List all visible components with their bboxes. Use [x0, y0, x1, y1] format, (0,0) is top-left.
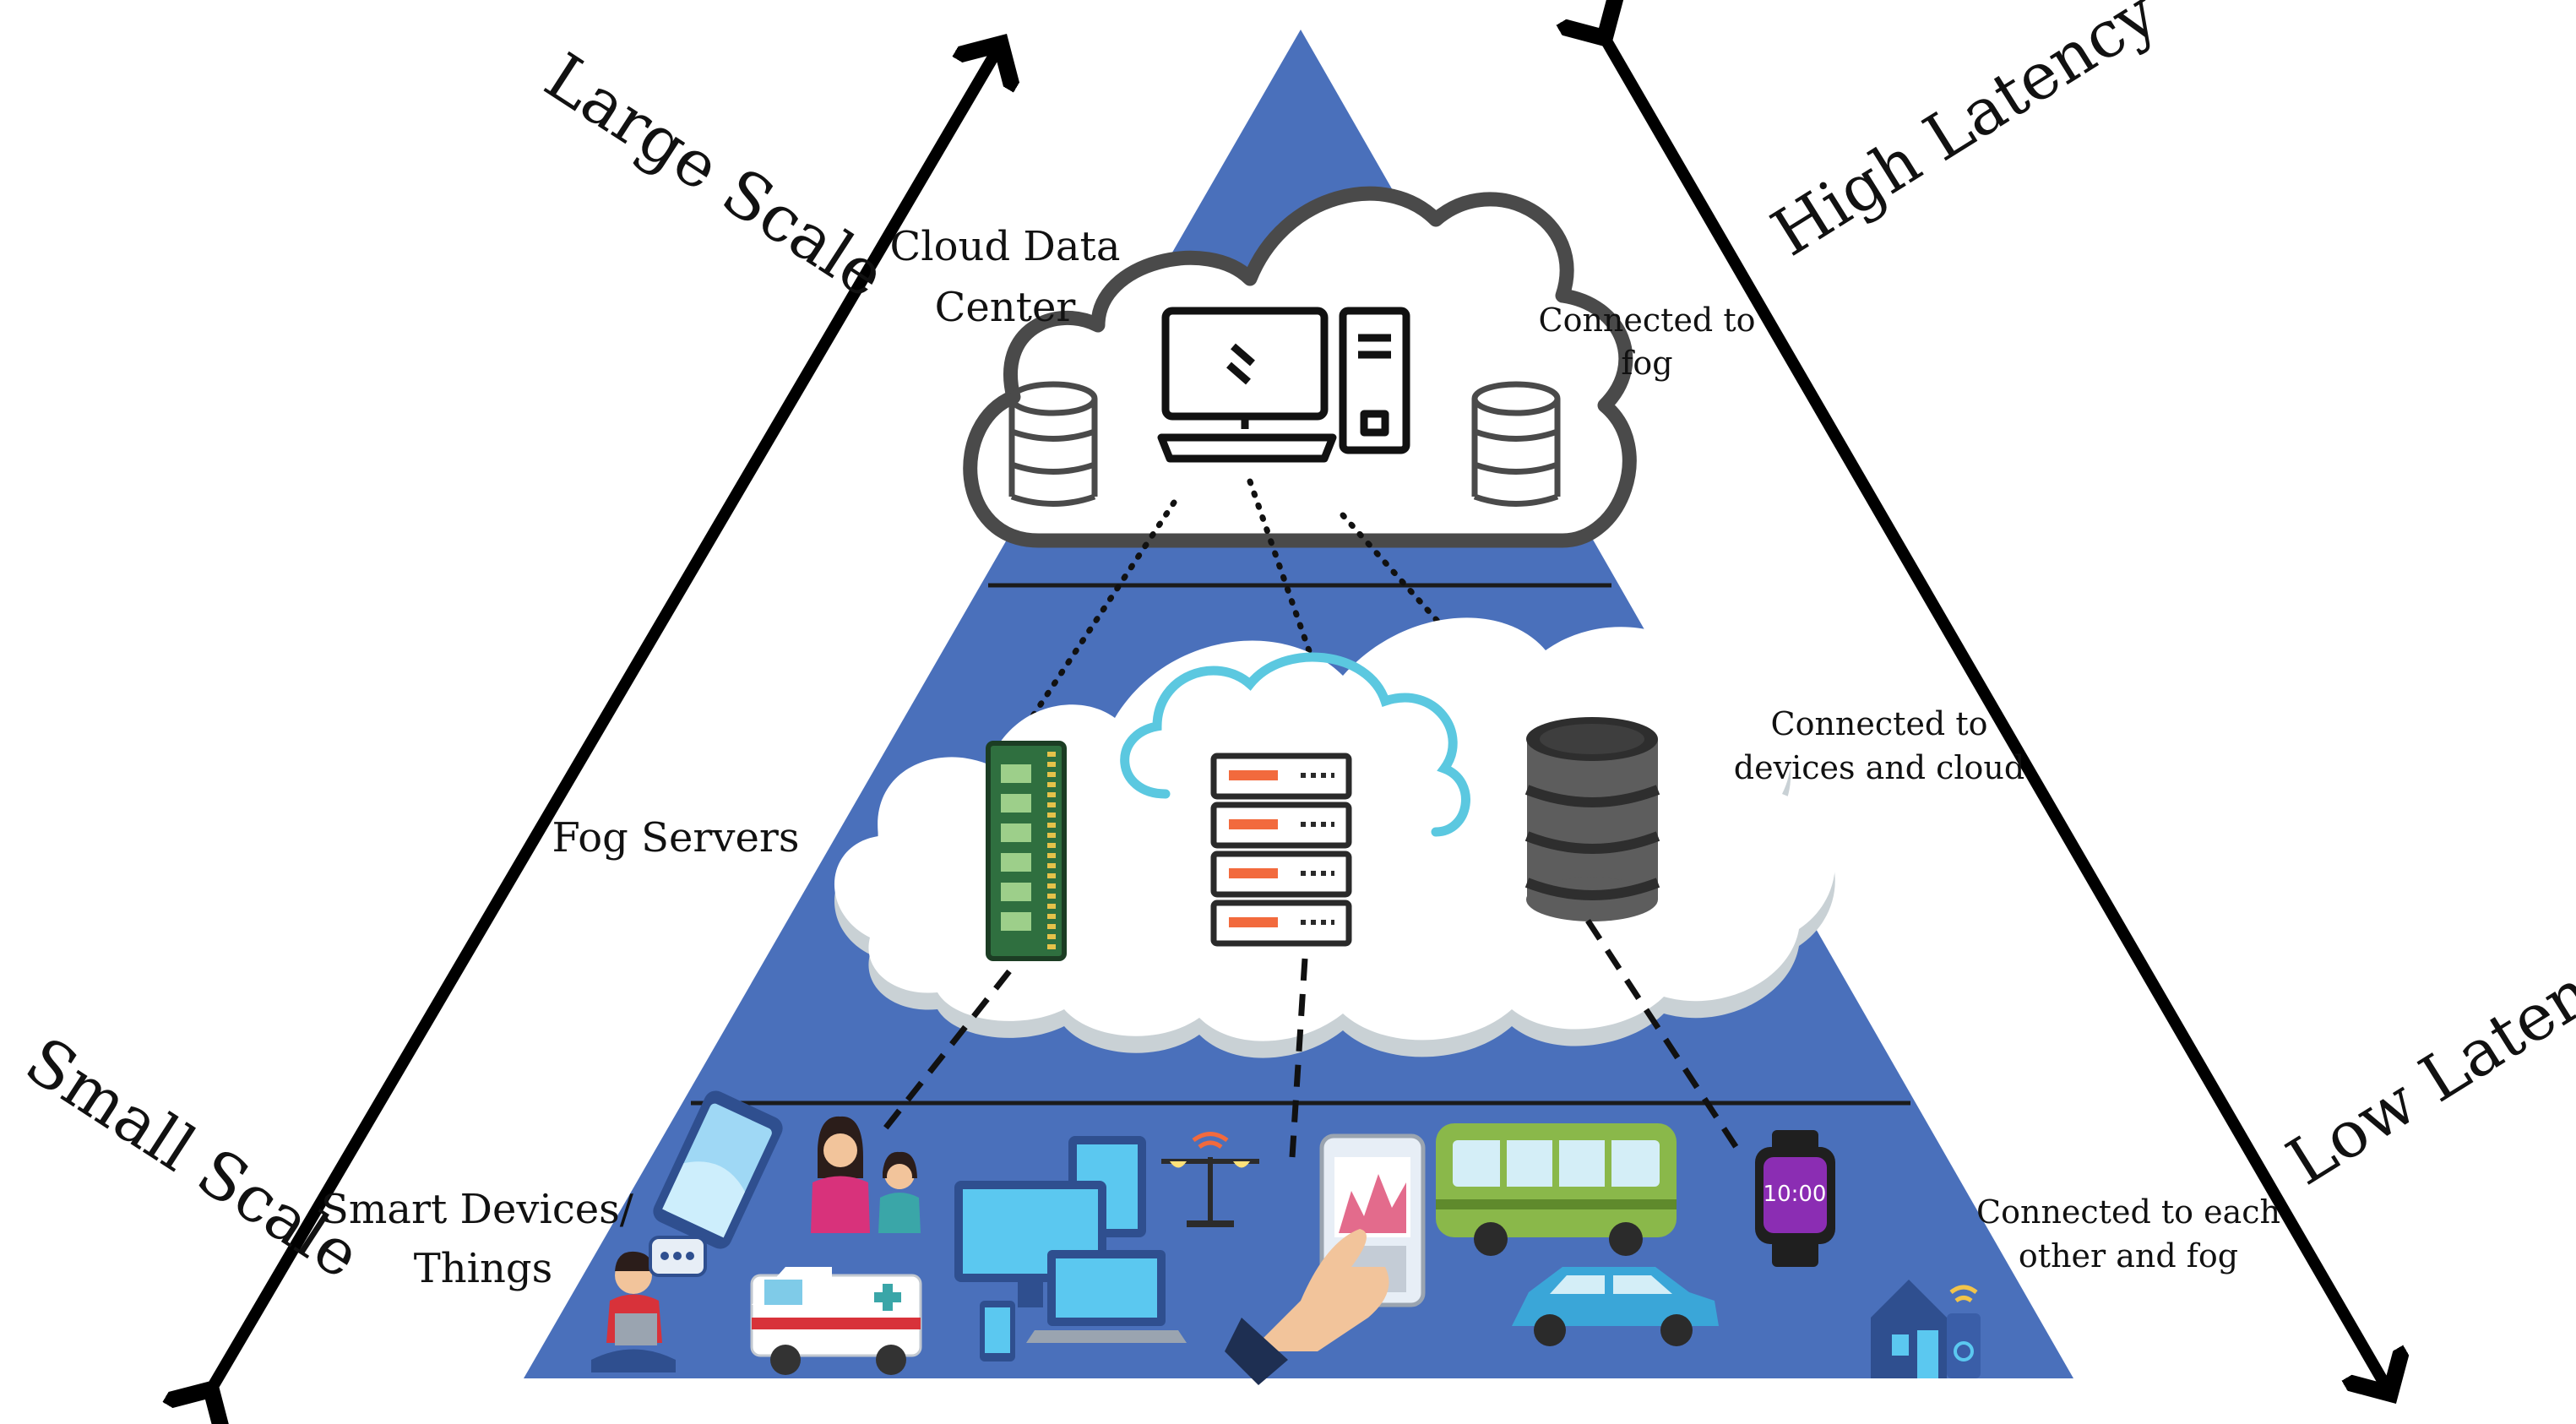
high-latency-label: High Latency — [1758, 0, 2170, 270]
bus-icon — [1436, 1123, 1677, 1256]
server-rack-icon — [1120, 652, 1470, 947]
fog-note-line1: Connected to — [1771, 705, 1988, 742]
latency-axis-arrow — [1605, 38, 2390, 1394]
fog-note-line2: devices and cloud — [1734, 749, 2024, 786]
ambulance-icon — [750, 1267, 922, 1375]
fog-servers-layer: Fog Servers Connected to devices and clo… — [552, 617, 2024, 1058]
small-scale-label: Small Scale — [13, 1022, 373, 1293]
person-with-laptop-icon — [591, 1236, 707, 1372]
cloud-data-center-title-line2: Center — [935, 284, 1076, 331]
smart-home-icon — [1871, 1280, 1981, 1378]
scale-axis-arrow — [211, 44, 1001, 1389]
smart-street-lamp-icon — [1161, 1132, 1259, 1227]
smartwatch-icon: 10:00 — [1755, 1130, 1835, 1267]
low-latency-label: Low Latency — [2274, 916, 2576, 1199]
desktop-computer-icon — [1157, 307, 1410, 463]
watch-time: 10:00 — [1764, 1182, 1827, 1207]
smart-devices-title-line2: Things — [414, 1245, 553, 1292]
large-scale-label: Large Scale — [532, 38, 899, 313]
memory-module-icon — [986, 741, 1067, 961]
cloud-icon — [963, 186, 1637, 548]
cloud-note-line2: fog — [1621, 345, 1672, 382]
devices-note-line1: Connected to each — [1976, 1193, 2280, 1231]
fog-servers-title: Fog Servers — [552, 814, 800, 861]
computers-icon — [954, 1136, 1187, 1361]
fog-device-links — [880, 919, 1742, 1158]
devices-note-line2: other and fog — [2019, 1237, 2238, 1275]
smart-devices-layer: 10:00 Smart Devices/ Things Connected to… — [321, 1090, 2280, 1385]
cloud-data-center-title-line1: Cloud Data — [890, 223, 1121, 270]
smartphone-icon — [653, 1090, 783, 1249]
cloud-data-center: Cloud Data Center Connected to fog — [890, 186, 1756, 548]
tablet-touch-icon — [1225, 1133, 1426, 1385]
database-icon — [1471, 381, 1561, 507]
cloud-note-line1: Connected to — [1539, 302, 1756, 339]
smart-devices-title-line1: Smart Devices/ — [321, 1186, 634, 1233]
car-icon — [1512, 1267, 1719, 1346]
database-icon — [1008, 381, 1098, 507]
storage-database-icon — [1524, 717, 1660, 921]
cloud-fog-links — [1014, 478, 1524, 742]
people-with-phones-icon — [811, 1116, 921, 1233]
